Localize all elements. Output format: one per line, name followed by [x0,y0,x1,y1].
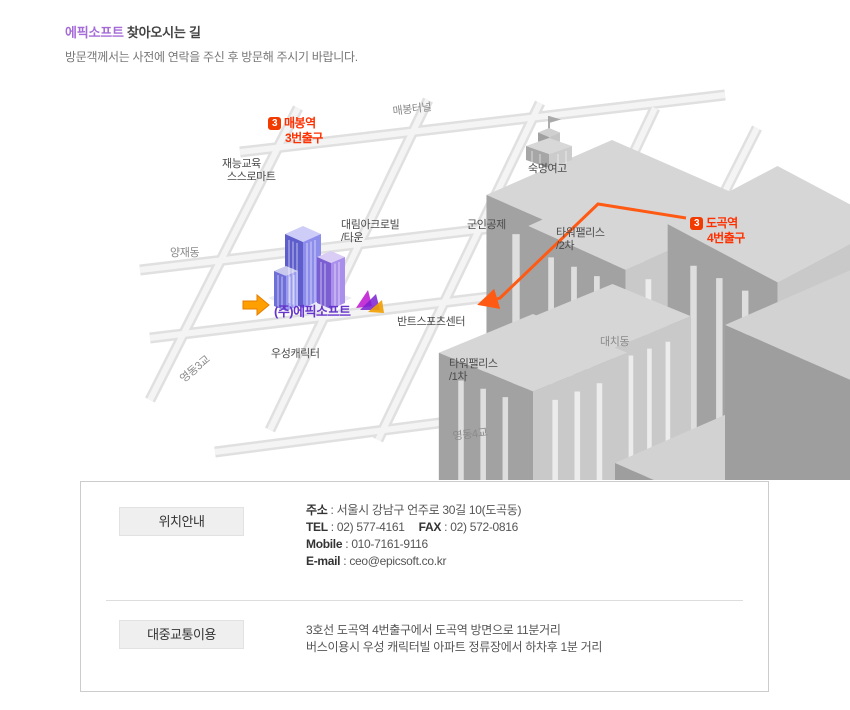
address-value: 서울시 강남구 언주로 30길 10(도곡동) [336,503,522,517]
separator: : [342,537,352,551]
location-section-label: 위치안내 [119,507,244,536]
tower2-line1: 타워팰리스 [556,227,605,239]
tower1-line2: /1차 [449,371,468,383]
transport-content: 3호선 도곡역 4번출구에서 도곡역 방면으로 11분거리 버스이용시 우성 캐… [306,622,602,656]
info-box: 위치안내 주소 : 서울시 강남구 언주로 30길 10(도곡동) TEL : … [80,481,769,692]
tel-fax-line: TEL : 02) 577-4161 FAX : 02) 572-0816 [306,519,521,536]
address-line: 주소 : 서울시 강남구 언주로 30길 10(도곡동) [306,502,522,519]
fax-label: FAX [418,520,442,534]
fax-value: 02) 572-0816 [450,520,519,534]
gunin-label: 군인공제 [467,219,506,231]
station-name: 매봉역 [284,116,316,130]
location-content: 주소 : 서울시 강남구 언주로 30길 10(도곡동) TEL : 02) 5… [306,502,522,570]
mobile-line: Mobile : 010-7161-9116 [306,536,521,553]
daelim-label: 대림아크로빌 /타운 [341,219,400,245]
separator: : [340,554,350,568]
section-divider [106,600,743,601]
subway-line-3-badge: 3 [690,217,703,230]
daelim-line2: /타운 [341,232,364,244]
page-subtitle: 방문객께서는 사전에 연락을 주신 후 방문해 주시기 바랍니다. [65,50,358,64]
company-pointer-arrow-icon [242,293,270,317]
title-text: 찾아오시는 길 [126,25,201,40]
mobile-value: 010-7161-9116 [351,537,428,551]
epicsoft-logo-icon [356,290,384,313]
separator: : [327,520,337,534]
subway-line-3-badge: 3 [268,117,281,130]
map-illustration [139,89,850,480]
jaenung-label: 재능교육 스스로마트 [222,158,276,184]
tower-palace-2-label: 타워팰리스 /2차 [556,227,605,253]
tower2-line2: /2차 [556,240,575,252]
brand-name: 에픽소프트 [65,25,124,40]
sookmyung-school-icon [526,116,572,168]
jaenung-line2: 스스로마트 [227,171,276,183]
mobile-label: Mobile [306,537,343,551]
station-exit: 3번출구 [285,131,323,145]
transport-line1: 3호선 도곡역 4번출구에서 도곡역 방면으로 11분거리 [306,623,561,637]
company-label: (주)에픽소프트 [274,304,351,319]
daechi-label: 대치동 [600,336,630,348]
transport-line2: 버스이용시 우성 캐릭터빌 아파트 정류장에서 하차후 1분 거리 [306,640,603,654]
separator: : [327,503,337,517]
address-label: 주소 [306,503,328,517]
sookmyung-label: 숙명여고 [528,163,567,175]
woosung-label: 우성캐릭터 [271,348,320,360]
jaenung-line1: 재능교육 [222,158,261,170]
bant-label: 반트스포츠센터 [397,316,466,328]
email-label: E-mail [306,554,341,568]
separator: : [441,520,451,534]
epicsoft-building-icon [268,226,352,316]
daelim-line1: 대림아크로빌 [341,219,400,231]
station-name: 도곡역 [706,216,738,230]
email-value: ceo@epicsoft.co.kr [349,554,447,568]
tel-value: 02) 577-4161 [336,520,405,534]
tel-label: TEL [306,520,328,534]
transport-section-label: 대중교통이용 [119,620,244,649]
email-line: E-mail : ceo@epicsoft.co.kr [306,553,521,570]
tower1-line1: 타워팰리스 [449,358,498,370]
yangjae-label: 양재동 [170,247,200,259]
station-exit: 4번출구 [707,231,745,245]
tower-palace-1-label: 타워팰리스 /1차 [449,358,498,384]
route-line [477,202,687,309]
